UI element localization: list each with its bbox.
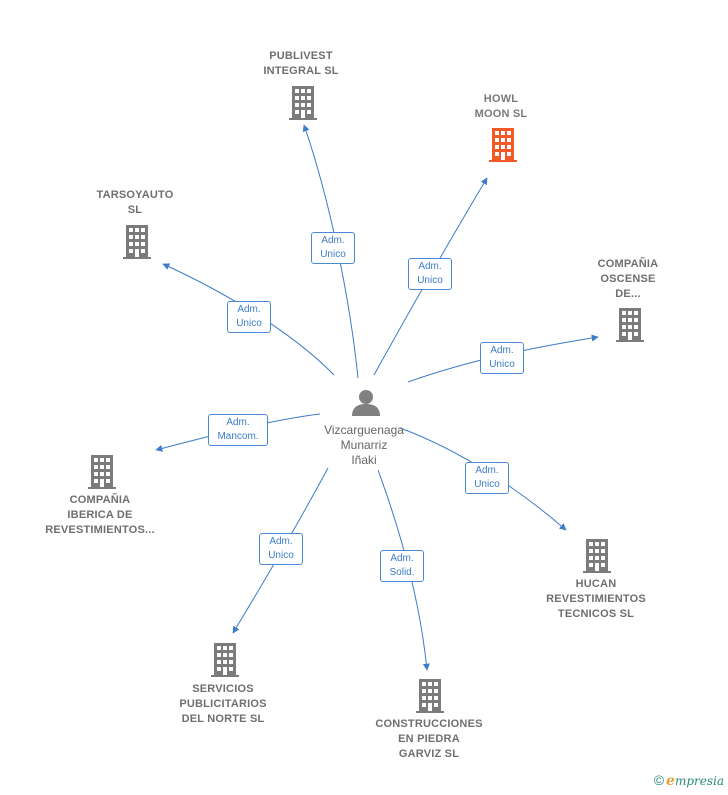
building-icon-oscense[interactable] <box>616 308 644 342</box>
building-icon-construcciones[interactable] <box>416 679 444 713</box>
company-label-construcciones[interactable]: CONSTRUCCIONES EN PIEDRA GARVIZ SL <box>375 718 483 760</box>
company-label-tarsoyauto[interactable]: TARSOYAUTO SL <box>96 189 174 216</box>
building-icon-publivest[interactable] <box>289 86 317 120</box>
company-label-oscense[interactable]: COMPAÑIA OSCENSE DE... <box>597 258 659 300</box>
company-label-iberica[interactable]: COMPAÑIA IBERICA DE REVESTIMIENTOS... <box>45 494 155 536</box>
building-icon-hucan[interactable] <box>583 539 611 573</box>
company-label-publivest[interactable]: PUBLIVEST INTEGRAL SL <box>263 50 339 77</box>
company-label-servicios[interactable]: SERVICIOS PUBLICITARIOS DEL NORTE SL <box>179 683 267 725</box>
company-label-howl[interactable]: HOWL MOON SL <box>474 93 528 120</box>
company-label-hucan[interactable]: HUCAN REVESTIMIENTOS TECNICOS SL <box>546 578 646 620</box>
role-label-servicios: Adm.Unico <box>259 533 303 565</box>
role-label-hucan: Adm.Unico <box>465 462 509 494</box>
brand-initial: e <box>666 773 675 789</box>
role-label-oscense: Adm.Unico <box>480 342 524 374</box>
role-label-construcciones: Adm.Solid. <box>380 550 424 582</box>
role-label-iberica: Adm.Mancom. <box>208 414 268 446</box>
copyright-symbol: © <box>653 772 665 788</box>
brand-name: mpresia <box>674 774 724 788</box>
building-icon-howl[interactable] <box>489 128 517 162</box>
role-label-publivest: Adm.Unico <box>311 232 355 264</box>
building-icon-servicios[interactable] <box>211 643 239 677</box>
person-icon[interactable] <box>352 390 380 416</box>
role-label-tarsoyauto: Adm.Unico <box>227 301 271 333</box>
empresia-logo[interactable]: ©empresia <box>654 772 724 789</box>
building-icon-tarsoyauto[interactable] <box>123 225 151 259</box>
building-icon-iberica[interactable] <box>88 455 116 489</box>
person-name[interactable]: Vizcarguenaga Munarriz Iñaki <box>324 423 404 467</box>
role-label-howl: Adm.Unico <box>408 258 452 290</box>
